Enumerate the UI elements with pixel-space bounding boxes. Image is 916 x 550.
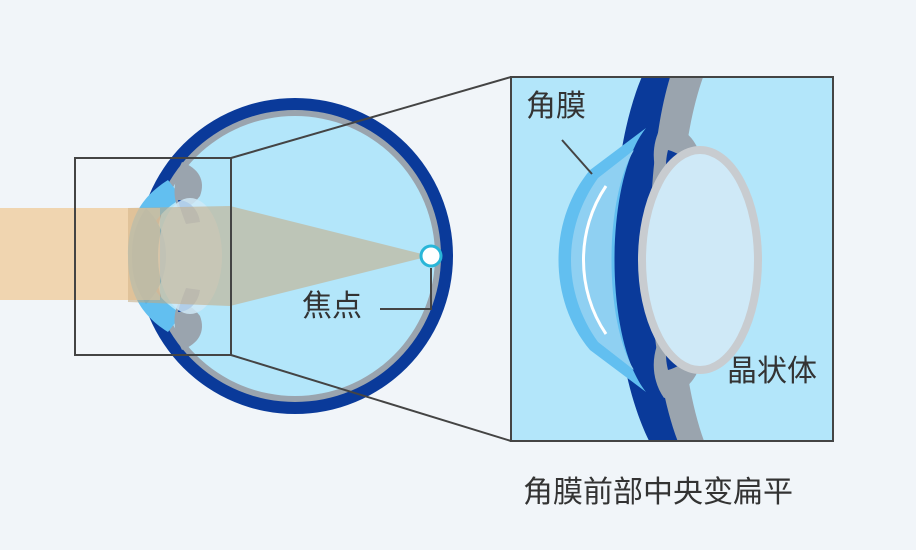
caption: 角膜前部中央变扁平: [523, 475, 793, 510]
lens-label: 晶状体: [727, 354, 817, 389]
zoom-line-bottom: [230, 354, 512, 442]
cornea-label: 角膜: [526, 89, 586, 124]
cornea-leader-line: [561, 139, 593, 175]
iris-lower: [174, 303, 202, 350]
zoom-lens: [638, 146, 762, 374]
focus-leader-line: [380, 268, 432, 310]
zoom-panel-frame: [510, 76, 834, 442]
zoom-line-top: [230, 76, 512, 159]
focus-label: 焦点: [302, 289, 362, 324]
iris-upper: [174, 162, 202, 209]
zoom-source-frame: [74, 157, 232, 356]
focal-point: [419, 244, 443, 268]
light-cone: [128, 206, 430, 306]
beam-overlay: [128, 208, 160, 300]
zoom-panel: [511, 77, 833, 441]
